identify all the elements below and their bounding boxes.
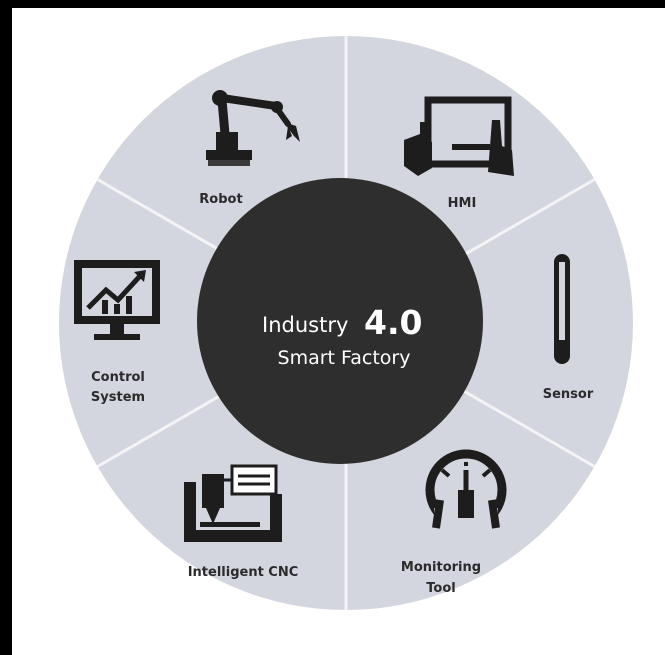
- segment-label-sensor: Sensor: [543, 387, 594, 402]
- segment-label-control-line1: Control: [91, 370, 145, 385]
- segment-label-monitoring-line1: Monitoring: [401, 560, 481, 575]
- gauge-icon: [425, 449, 507, 538]
- cnc-machine-icon: [184, 464, 282, 542]
- segment-label-control-line2: System: [91, 390, 145, 405]
- sensor-probe-icon: [554, 254, 570, 364]
- touch-screen-icon: [404, 96, 514, 176]
- segment-label-robot: Robot: [199, 192, 242, 207]
- segment-label-intelligent-cnc: Intelligent CNC: [188, 565, 299, 580]
- center-subtitle: Smart Factory: [278, 347, 411, 369]
- center-title-version: 4.0: [364, 303, 422, 342]
- robot-arm-icon: [206, 90, 300, 166]
- segment-label-monitoring-line2: Tool: [426, 581, 455, 596]
- center-hub: [197, 178, 483, 464]
- center-title-word: Industry: [262, 313, 348, 337]
- segment-label-hmi: HMI: [448, 196, 477, 211]
- monitor-chart-icon: [74, 260, 160, 340]
